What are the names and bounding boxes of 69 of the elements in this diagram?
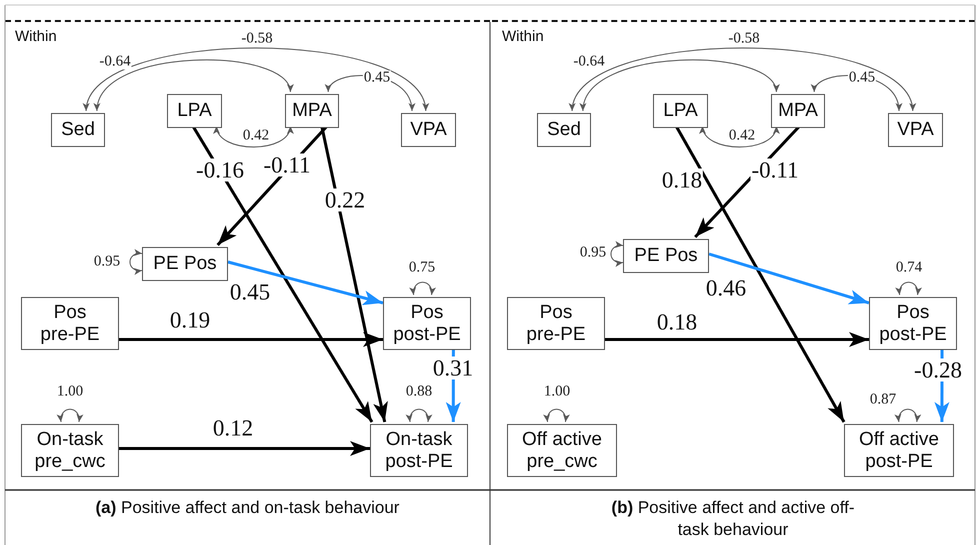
variance-loop-arrow (896, 282, 922, 296)
path-coefficient: -0.64 (98, 54, 132, 70)
variable-box (844, 424, 954, 477)
covariance-arrow (96, 60, 291, 112)
variable-box (888, 113, 943, 147)
path-arrow (192, 125, 374, 423)
variance-loop-arrow (895, 408, 920, 422)
figure-caption: (a) Positive affect and on-task behaviour (94, 497, 400, 519)
path-coefficient: -0.28 (913, 358, 963, 382)
path-coefficient: 0.31 (432, 356, 474, 380)
variable-box (285, 94, 339, 128)
variable-box (383, 297, 471, 350)
variable-label: Pos pre-PE (525, 302, 587, 346)
variable-label: Sed (61, 119, 95, 141)
path-coefficient: 0.22 (324, 188, 366, 212)
section-heading: Within (502, 28, 544, 45)
variable-label: Pos pre-PE (39, 302, 101, 346)
path-arrow (605, 332, 869, 348)
path-coefficient: -0.11 (750, 158, 800, 182)
variable-box (401, 113, 456, 147)
covariance-arrow (582, 60, 777, 112)
variable-label: On-task post-PE (384, 428, 454, 472)
variable-box (370, 424, 468, 477)
variance-loop-arrow (130, 250, 142, 274)
path-coefficient: -0.11 (262, 154, 312, 176)
covariance-arrow (571, 48, 914, 112)
variable-box (537, 113, 591, 147)
variable-label: VPA (897, 119, 934, 141)
covariance-arrow (214, 126, 292, 148)
variable-box (623, 239, 709, 273)
variable-box (51, 113, 105, 147)
variable-label: MPA (778, 100, 818, 122)
section-heading: Within (15, 28, 57, 45)
variable-label: Off active post-PE (858, 428, 940, 472)
variable-label: LPA (663, 100, 698, 122)
variable-label: LPA (177, 100, 212, 122)
variable-label: Sed (547, 119, 581, 141)
variable-box (142, 247, 228, 281)
path-arrow (674, 125, 846, 423)
covariance-arrow (85, 48, 426, 112)
variable-label: Off active pre_cwc (521, 428, 603, 472)
figure-caption: (b) Positive affect and active off-task behaviour (610, 497, 856, 542)
variable-box (653, 94, 708, 128)
path-arrow (119, 441, 370, 456)
variance-loop-arrow (610, 242, 624, 266)
variable-label: Pos post-PE (878, 302, 948, 346)
variable-box (167, 94, 222, 128)
path-arrow (708, 252, 870, 304)
path-arrow (320, 126, 388, 422)
variable-box (507, 297, 605, 350)
variance-loop-arrow (410, 282, 436, 296)
variable-label: On-task pre_cwc (34, 428, 106, 472)
variable-label: Pos post-PE (392, 302, 462, 346)
variable-label: PE Pos (153, 253, 217, 275)
variance-loop-arrow (57, 408, 83, 422)
path-arrow (228, 260, 384, 306)
variable-label: VPA (410, 119, 447, 141)
variable-box (869, 297, 957, 350)
variable-box (21, 424, 119, 477)
variable-box (507, 424, 617, 477)
variance-loop-arrow (544, 408, 570, 422)
variable-box (771, 94, 825, 128)
variable-label: MPA (292, 100, 332, 122)
path-arrow (119, 332, 383, 348)
path-coefficient: -0.16 (195, 158, 245, 182)
covariance-arrow (700, 126, 778, 148)
variable-box (21, 297, 119, 350)
variable-label: PE Pos (634, 245, 698, 267)
variance-loop-arrow (406, 408, 432, 422)
